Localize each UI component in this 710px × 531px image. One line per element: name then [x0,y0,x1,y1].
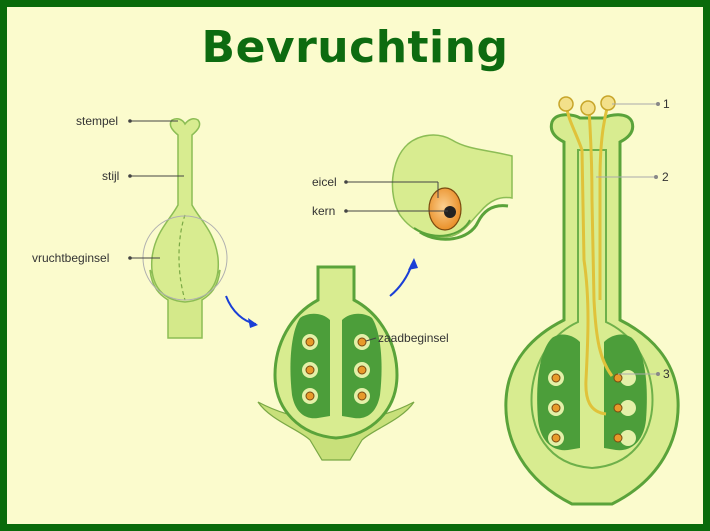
svg-text:kern: kern [312,204,335,218]
label-eicel: eicel [312,175,439,198]
svg-text:zaadbeginsel: zaadbeginsel [378,331,449,345]
svg-text:1: 1 [663,97,670,111]
pistil-with-pollen-tubes [504,95,680,506]
label-zaadbeginsel: zaadbeginsel [365,331,449,345]
svg-text:eicel: eicel [312,175,337,189]
svg-text:stempel: stempel [76,114,118,128]
label-kern: kern [312,204,448,218]
svg-text:2: 2 [662,170,669,184]
label-stijl: stijl [102,169,184,183]
svg-text:3: 3 [663,367,670,381]
pistil-overview [142,118,228,339]
ovule-detail [391,134,513,241]
svg-text:vruchtbeginsel: vruchtbeginsel [32,251,109,265]
svg-text:stijl: stijl [102,169,119,183]
callout-3: 3 [618,367,670,381]
arrow-to-ovary-section [225,295,257,325]
label-stempel: stempel [76,114,178,128]
callout-1: 1 [612,97,670,111]
ovary-section [257,265,415,461]
slide-title: Bevruchting [201,22,509,73]
label-vruchtbeginsel: vruchtbeginsel [32,251,160,265]
callout-2: 2 [596,170,669,184]
